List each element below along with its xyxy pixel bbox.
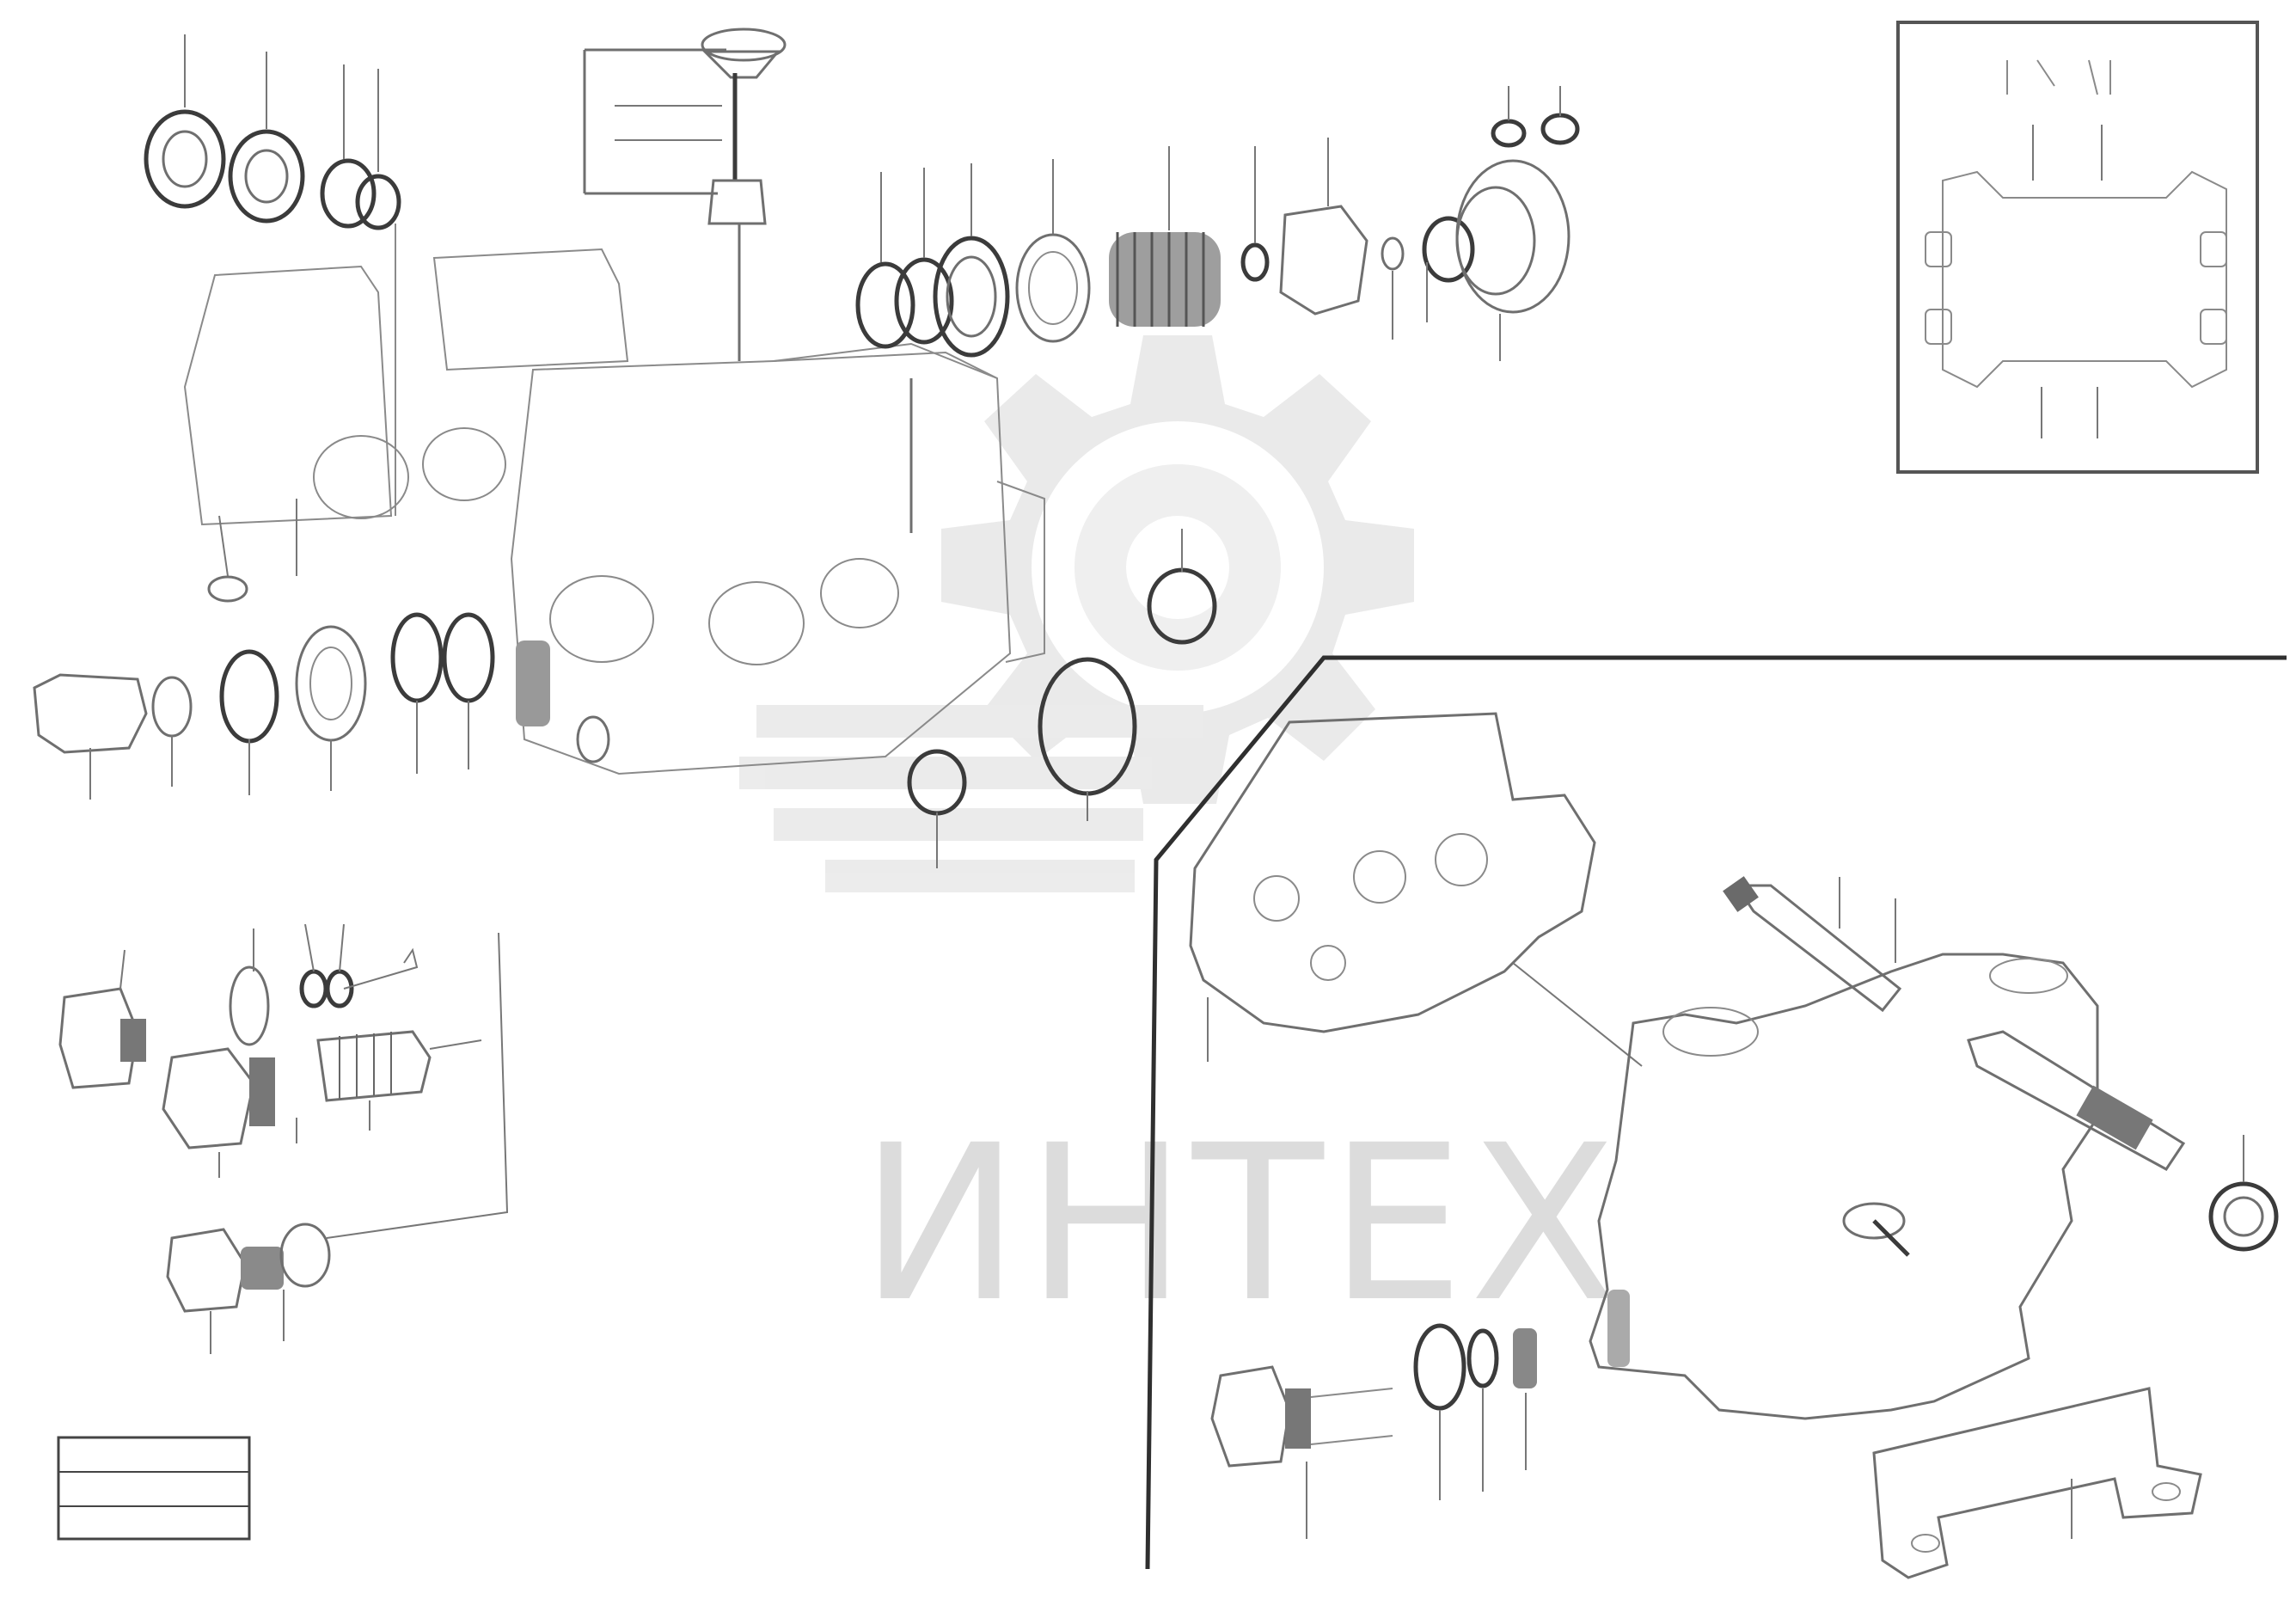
mid-left-parts <box>33 499 610 800</box>
right-detail-section <box>1145 655 2287 1579</box>
mid-center-orings <box>907 529 1217 868</box>
watermark-text: ИНТЕХ <box>860 1099 1622 1349</box>
watermark-gear-logo <box>739 335 1414 892</box>
lower-left-spool-assembly <box>58 923 509 1354</box>
top-valve-subassembly-box <box>583 28 787 361</box>
drawing-stamp <box>57 1436 251 1541</box>
top-left-ring-stack <box>144 34 401 516</box>
top-right-inset <box>1896 21 2259 474</box>
top-row-rings <box>855 86 1580 361</box>
main-valve-block <box>183 248 1045 775</box>
